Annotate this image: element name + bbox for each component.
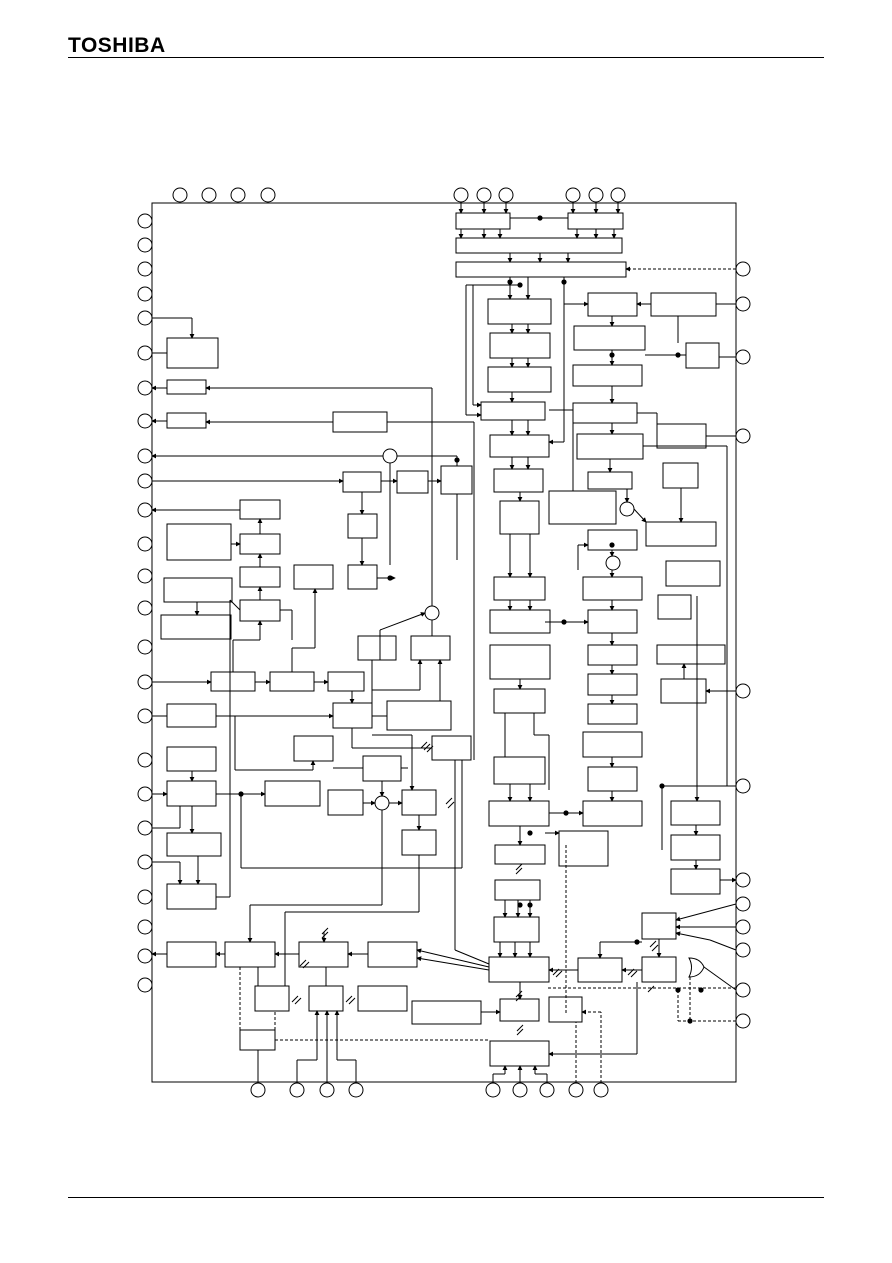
- bottom-pins: [250, 1082, 609, 1098]
- header-rule: [68, 57, 824, 58]
- footer-rule: [68, 1197, 824, 1198]
- chip-outline: [151, 202, 737, 1083]
- right-pins: [735, 261, 751, 1029]
- dashed-paths: [239, 266, 736, 1083]
- left-pins: [137, 213, 153, 993]
- top-pins: [172, 187, 626, 203]
- interconnect-lines: [151, 202, 737, 1083]
- bus-marks: [291, 741, 659, 1036]
- junction-dots: [238, 215, 704, 1024]
- toshiba-logo: TOSHIBA: [68, 34, 166, 57]
- or-gate: [688, 957, 705, 978]
